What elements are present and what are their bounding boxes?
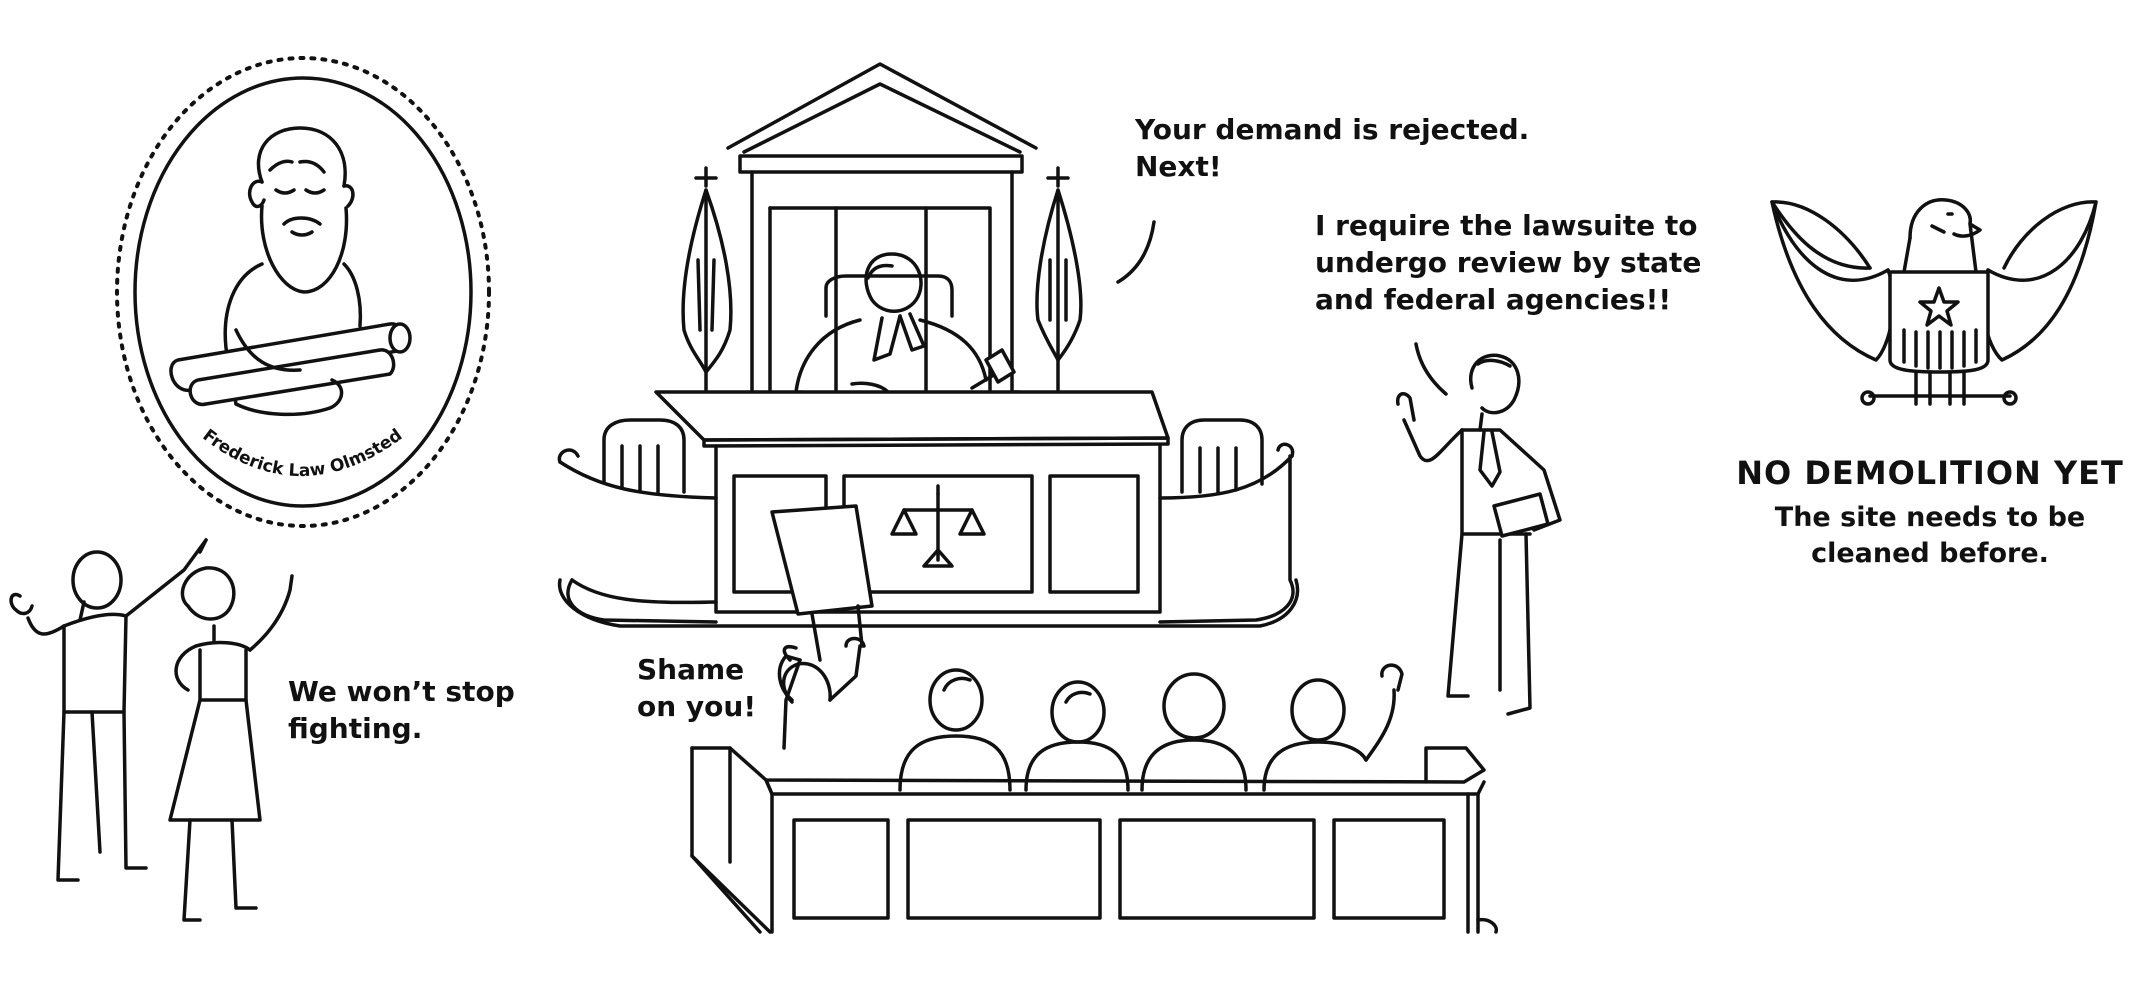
caption-shame-on-you: Shame on you!	[637, 652, 756, 726]
protester-man	[9, 538, 208, 882]
caption-line: on you!	[637, 689, 757, 723]
caption-line: Next!	[1135, 149, 1222, 183]
flag-right	[1035, 166, 1083, 392]
bench-base	[557, 578, 1300, 628]
courthouse-pediment	[726, 62, 1038, 398]
caption-judge-speech: Your demand is rejected. Next!	[1135, 112, 1529, 186]
side-bench-left	[557, 418, 718, 624]
lawyer	[1395, 353, 1562, 716]
lawyer-speech-line	[1414, 342, 1448, 396]
eagle-seal	[1770, 198, 2098, 406]
protester-woman	[168, 566, 294, 922]
caption-line: Your demand is rejected.	[1135, 113, 1530, 146]
caption-we-wont-stop: We won’t stop fighting.	[288, 674, 515, 748]
gavel-icon	[984, 348, 1016, 384]
caption-line: I require the lawsuite to	[1315, 209, 1698, 242]
caption-line: We won’t stop	[288, 675, 515, 708]
audience-row	[777, 636, 1404, 792]
star-icon	[1918, 286, 1960, 327]
side-bench-right	[570, 418, 1295, 624]
caption-line: undergo review by state	[1315, 245, 1702, 279]
caption-line: Shame	[637, 653, 745, 686]
scales-of-justice-icon	[890, 484, 986, 568]
judge-speech-line	[1116, 220, 1156, 284]
notice-title: NO DEMOLITION YET	[1736, 454, 2124, 492]
lawyer-folder	[1492, 492, 1550, 538]
medallion-name: Frederick Law Olmsted	[199, 425, 406, 481]
judge-bench	[654, 390, 1170, 614]
caption-lawyer-speech: I require the lawsuite to undergo review…	[1315, 208, 1701, 319]
caption-line: cleaned before.	[1811, 537, 2049, 569]
caption-line: The site needs to be	[1774, 502, 2086, 533]
protester-sign	[770, 504, 874, 662]
notice-subtitle: The site needs to be cleaned before.	[1740, 500, 2120, 571]
olmsted-medallion: Frederick Law Olmsted	[115, 56, 491, 528]
flag-left	[681, 166, 733, 402]
olmsted-portrait	[169, 126, 412, 417]
jury-box	[690, 746, 1499, 934]
caption-line: and federal agencies!!	[1315, 282, 1672, 316]
caption-line: fighting.	[288, 711, 423, 745]
